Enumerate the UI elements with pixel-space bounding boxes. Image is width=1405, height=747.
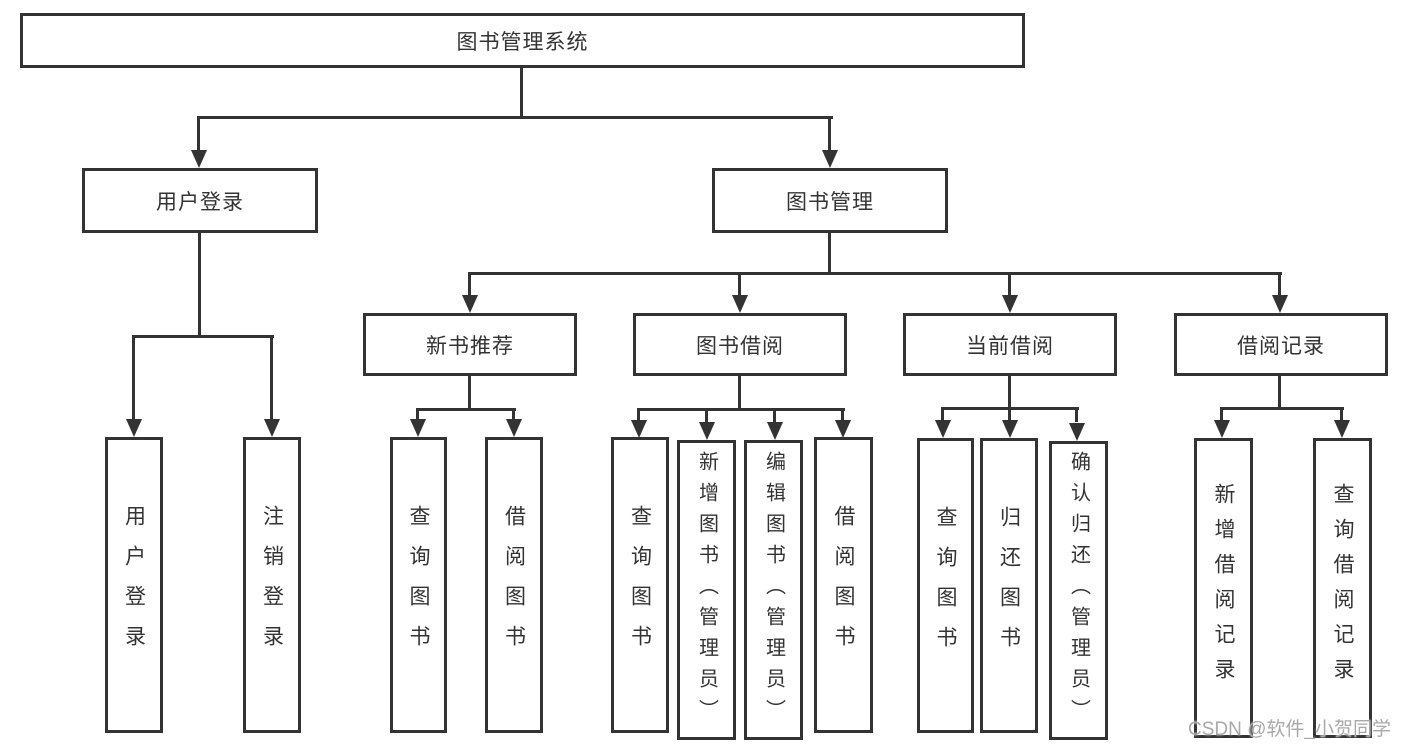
connector-drop-current-borrowing [1008, 272, 1011, 299]
connector-drop [773, 408, 776, 422]
node-root-library-system: 图书管理系统 [20, 13, 1025, 68]
arrowhead-leaf [935, 420, 951, 438]
arrowhead-user-login [191, 150, 207, 168]
node-label: 图书管理系统 [456, 30, 589, 54]
connector-book-borrowing-rail [637, 408, 845, 411]
connector-drop-book-management [828, 116, 831, 154]
leaf-query-books-recommend: 查询图书 [390, 437, 447, 733]
leaf-logout: 注销登录 [243, 437, 301, 733]
node-label: 图书借阅 [696, 334, 784, 358]
node-user-login: 用户登录 [82, 168, 318, 233]
node-borrowing-records: 借阅记录 [1174, 313, 1388, 376]
connector-drop [1220, 407, 1223, 422]
arrowhead-new-book [462, 295, 478, 313]
connector-drop [512, 408, 515, 422]
leaf-user-login: 用户登录 [105, 437, 163, 733]
leaf-add-borrow-record: 新增借阅记录 [1194, 438, 1253, 738]
connector-drop [705, 408, 708, 422]
connector-user-login-rail [132, 335, 274, 338]
connector-drop [841, 408, 844, 422]
leaf-label: 查询图书 [407, 505, 430, 665]
leaf-add-books-admin: 新增图书（管理员） [677, 440, 736, 740]
connector-drop [1075, 407, 1078, 422]
connector-book-mgmt-stem [828, 231, 831, 275]
leaf-return-books: 归还图书 [980, 438, 1038, 733]
leaf-label: 查询借阅记录 [1331, 483, 1354, 693]
leaf-label: 归还图书 [997, 505, 1021, 666]
leaf-label: 查询图书 [628, 505, 652, 665]
connector-drop [1008, 407, 1011, 422]
connector-drop [941, 407, 944, 422]
connector-book-borrowing-stem [738, 374, 741, 411]
arrowhead-leaf-logout [264, 419, 280, 437]
connector-drop-borrowing-records [1278, 272, 1281, 299]
arrowhead-leaf [506, 419, 522, 437]
leaf-borrow-books: 借阅图书 [814, 437, 873, 733]
connector-drop-leaf-login [132, 335, 135, 421]
connector-drop [416, 408, 419, 422]
arrowhead-book-management [822, 150, 838, 168]
connector-drop [637, 408, 640, 422]
connector-drop-user-login [197, 116, 200, 154]
connector-records-stem [1278, 374, 1281, 410]
node-label: 新书推荐 [426, 334, 514, 358]
arrowhead-leaf [1069, 423, 1085, 441]
leaf-label: 确认归还（管理员） [1067, 451, 1090, 730]
leaf-borrow-books-recommend: 借阅图书 [485, 437, 543, 733]
node-label: 当前借阅 [966, 334, 1054, 358]
csdn-watermark: CSDN @软件_小贺同学 [1188, 719, 1391, 740]
arrowhead-leaf [699, 422, 715, 440]
connector-drop-new-book [468, 272, 471, 299]
connector-current-borrowing-stem [1008, 374, 1011, 410]
leaf-query-borrow-record: 查询借阅记录 [1313, 438, 1372, 738]
node-book-management: 图书管理 [712, 168, 948, 233]
connector-level2-rail [468, 272, 1282, 275]
leaf-edit-books-admin: 编辑图书（管理员） [744, 440, 803, 740]
leaf-label: 新增借阅记录 [1212, 483, 1235, 693]
node-label: 用户登录 [156, 190, 244, 214]
leaf-query-books-current: 查询图书 [917, 438, 974, 733]
connector-drop-leaf-logout [270, 335, 273, 421]
node-book-borrowing: 图书借阅 [633, 313, 847, 376]
arrowhead-leaf [835, 420, 851, 438]
arrowhead-current-borrowing [1002, 295, 1018, 313]
leaf-label: 编辑图书（管理员） [762, 450, 785, 730]
arrowhead-leaf [410, 419, 426, 437]
connector-new-book-rail [416, 408, 516, 411]
leaf-query-books-borrowing: 查询图书 [611, 437, 669, 733]
connector-new-book-stem [468, 374, 471, 411]
arrowhead-leaf [1214, 420, 1230, 438]
node-label: 图书管理 [786, 190, 874, 214]
arrowhead-leaf [767, 422, 783, 440]
connector-root-stem [520, 66, 523, 118]
connector-drop-book-borrowing [738, 272, 741, 299]
leaf-confirm-return-admin: 确认归还（管理员） [1049, 441, 1108, 740]
leaf-label: 查询图书 [934, 505, 957, 666]
arrowhead-leaf [1334, 420, 1350, 438]
leaf-label: 新增图书（管理员） [695, 450, 718, 730]
connector-records-rail [1220, 407, 1344, 410]
leaf-label: 注销登录 [260, 505, 284, 665]
leaf-label: 借阅图书 [832, 505, 855, 665]
connector-level1-rail [197, 116, 833, 119]
arrowhead-borrowing-records [1272, 295, 1288, 313]
node-current-borrowing: 当前借阅 [903, 313, 1117, 376]
leaf-label: 借阅图书 [502, 505, 526, 665]
node-new-book-recommend: 新书推荐 [363, 313, 577, 376]
arrowhead-leaf [1002, 420, 1018, 438]
arrowhead-leaf-login [126, 419, 142, 437]
connector-drop [1340, 407, 1343, 422]
connector-user-login-stem [198, 231, 201, 337]
leaf-label: 用户登录 [122, 505, 146, 665]
arrowhead-leaf [631, 420, 647, 438]
arrowhead-book-borrowing [732, 295, 748, 313]
node-label: 借阅记录 [1237, 334, 1325, 358]
